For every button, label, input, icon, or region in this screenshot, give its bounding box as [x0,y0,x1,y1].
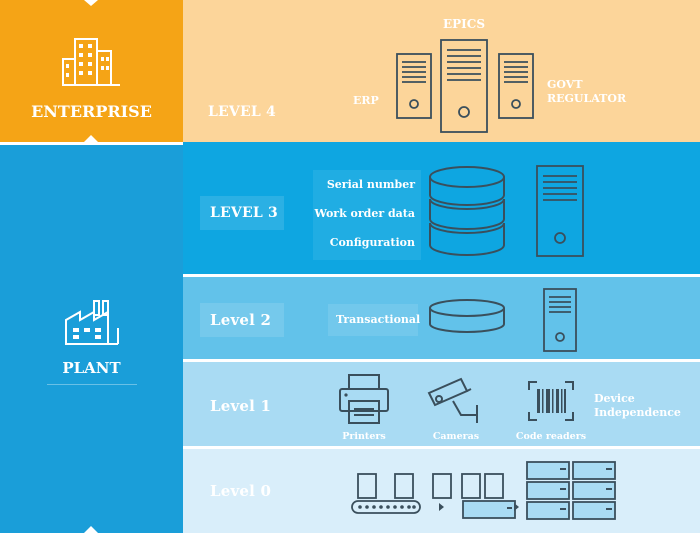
level2-label: Level 2 [210,311,272,329]
level3-server-icon [536,165,584,257]
level2-band [183,277,700,359]
epics-server-icon [440,39,488,133]
govt-server-icon [498,53,534,119]
office-building-icon [62,38,120,86]
configuration-label: Configuration [329,236,415,249]
band-divider [183,359,700,362]
band-divider [183,274,700,277]
erp-server-icon [396,53,432,119]
bottom-notch [84,526,98,533]
level2-server-icon [543,288,577,352]
level3-label-box [200,196,284,230]
camera-icon [427,377,478,423]
top-notch [84,0,98,6]
work-order-label: Work order data [314,207,415,220]
level2-data-box [328,304,418,336]
level2-label-box [200,303,284,337]
enterprise-label: ENTERPRISE [31,102,152,121]
level3-label: LEVEL 3 [210,205,278,221]
printer-icon [339,374,389,424]
enterprise-notch [0,135,183,145]
printers-caption: Printers [342,431,386,442]
govt-regulator-label: GOVT REGULATOR [547,78,627,105]
level1-band [183,362,700,447]
conveyor-production-icon [351,461,616,520]
code-readers-caption: Code readers [515,431,587,442]
plant-panel [0,142,183,533]
barcode-reader-icon [528,381,574,421]
device-independence-note: Device Independence [594,392,681,419]
factory-icon [65,300,119,345]
cameras-caption: Cameras [432,431,480,442]
level0-label: Level 0 [210,482,272,500]
band-divider [183,446,700,449]
serial-number-label: Serial number [326,178,415,191]
erp-label: ERP [353,94,379,107]
level4-label: LEVEL 4 [208,104,276,120]
plant-divider [47,384,137,385]
database-icon [429,299,505,333]
plant-label: PLANT [62,359,121,377]
level1-label: Level 1 [210,397,272,415]
epics-label: EPICS [443,17,485,31]
level3-data-box [313,170,421,260]
database-stack-icon [429,166,505,256]
transactional-label: Transactional [336,313,421,326]
